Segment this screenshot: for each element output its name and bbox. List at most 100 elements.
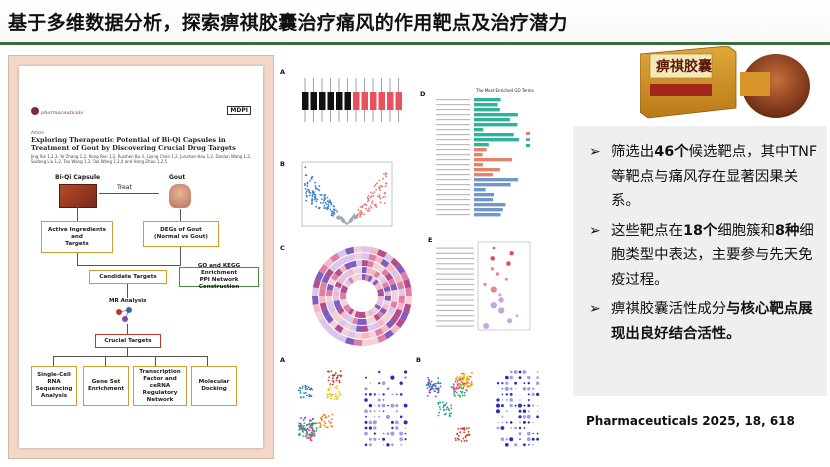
flow-box-candidate: Candidate Targets (89, 270, 167, 284)
umap-cell (326, 396, 328, 399)
umap-cell (300, 425, 303, 428)
umap-cell (313, 432, 316, 435)
heatmap-cell (362, 318, 367, 325)
volcano-point (353, 213, 356, 215)
volcano-point (329, 208, 332, 211)
expr-dot (364, 420, 368, 424)
expr-dot (386, 432, 390, 435)
kegg-term-label (436, 252, 474, 254)
volcano-point (307, 188, 309, 191)
umap-cell (338, 381, 341, 384)
kegg-dot (498, 297, 504, 303)
umap-cell (462, 437, 465, 440)
volcano-point (367, 195, 370, 197)
flow-box-scrna: Single-Cell RNA Sequencing Analysis (31, 366, 77, 406)
umap-cell (441, 401, 444, 404)
go-bar (474, 153, 483, 157)
expr-dot (500, 426, 505, 430)
umap-cell (329, 386, 332, 389)
heatmap-cell (364, 274, 370, 281)
umap-cell (458, 438, 460, 441)
heatmap-cell (330, 311, 339, 320)
heatmap-cell (381, 268, 390, 277)
expr-dot (519, 438, 521, 440)
expr-dot (368, 443, 372, 447)
boxplot-box (302, 92, 309, 110)
umap-cell (437, 414, 440, 417)
heatmap-cell (372, 262, 380, 270)
expr-dot (382, 399, 385, 401)
umap-cell (327, 415, 330, 417)
volcano-point (305, 199, 308, 202)
heatmap-cell (340, 255, 350, 264)
umap-cell (439, 408, 442, 411)
expr-dot (373, 437, 377, 441)
expr-dot (385, 414, 391, 419)
heatmap-cell (384, 296, 391, 301)
heatmap-cell (377, 288, 384, 294)
expr-dot (364, 393, 368, 396)
heatmap-cell (334, 258, 344, 268)
umap-cell (426, 387, 429, 390)
heatmap-cell (347, 330, 356, 339)
expr-dot (365, 415, 367, 418)
heatmap-cell (354, 311, 360, 318)
go-term-label (436, 144, 470, 146)
umap-cell (427, 376, 429, 379)
volcano-point (331, 214, 334, 217)
heatmap-cell (384, 329, 395, 340)
go-bar (474, 213, 501, 217)
umap-cell (309, 437, 312, 439)
heatmap-cell (345, 306, 352, 313)
expr-dot (504, 386, 509, 391)
expr-dot (496, 426, 500, 430)
heatmap-cell (390, 268, 400, 278)
umap-cell (333, 398, 336, 400)
umap-cell (326, 426, 329, 429)
umap-cell (304, 386, 307, 389)
umap-cell (463, 377, 466, 380)
umap-cell (306, 436, 309, 439)
umap-cell (321, 419, 323, 422)
expr-dot (528, 444, 530, 446)
go-bar-panel (436, 98, 530, 217)
volcano-point (342, 218, 345, 221)
go-bar (474, 113, 518, 117)
heatmap-cell (339, 273, 348, 282)
umap-cell (443, 413, 446, 416)
heatmap-cell (352, 267, 358, 275)
umap-cell (321, 415, 324, 418)
volcano-point (346, 222, 349, 225)
expr-dot (510, 427, 513, 429)
heatmap-cell (344, 246, 355, 255)
paper-page: pharmaceuticals MDPI Article Exploring T… (19, 66, 263, 448)
heatmap-cell (383, 300, 391, 306)
go-term-label (436, 164, 470, 166)
expr-dot (365, 376, 367, 379)
heatmap-cell (318, 318, 329, 329)
heatmap-cell (362, 246, 371, 253)
kegg-dot (490, 267, 495, 271)
umap-cell (455, 439, 457, 442)
figure-panels: A B C D The Most Enriched GO Terms E A B (280, 68, 548, 460)
volcano-point (315, 197, 317, 200)
paper-preview[interactable]: pharmaceuticals MDPI Article Exploring T… (8, 55, 274, 459)
arrow-bullet-icon: ➢ (589, 144, 601, 160)
umap-cell (335, 393, 337, 395)
volcano-point (385, 172, 388, 175)
flow-line (77, 253, 78, 265)
volcano-point (310, 177, 313, 180)
kegg-dot (506, 261, 511, 266)
umap-cell (456, 381, 459, 384)
expr-dot (369, 393, 372, 396)
umap-cell (337, 395, 339, 398)
expr-dot (386, 443, 390, 447)
umap-cell (458, 378, 461, 381)
heatmap-cell (375, 301, 383, 307)
umap-cell (318, 422, 321, 424)
umap-cell (330, 395, 332, 398)
heatmap-cell (396, 302, 405, 311)
kegg-dot (490, 286, 497, 293)
go-term-label (436, 119, 470, 121)
heatmap-cell (333, 300, 341, 306)
